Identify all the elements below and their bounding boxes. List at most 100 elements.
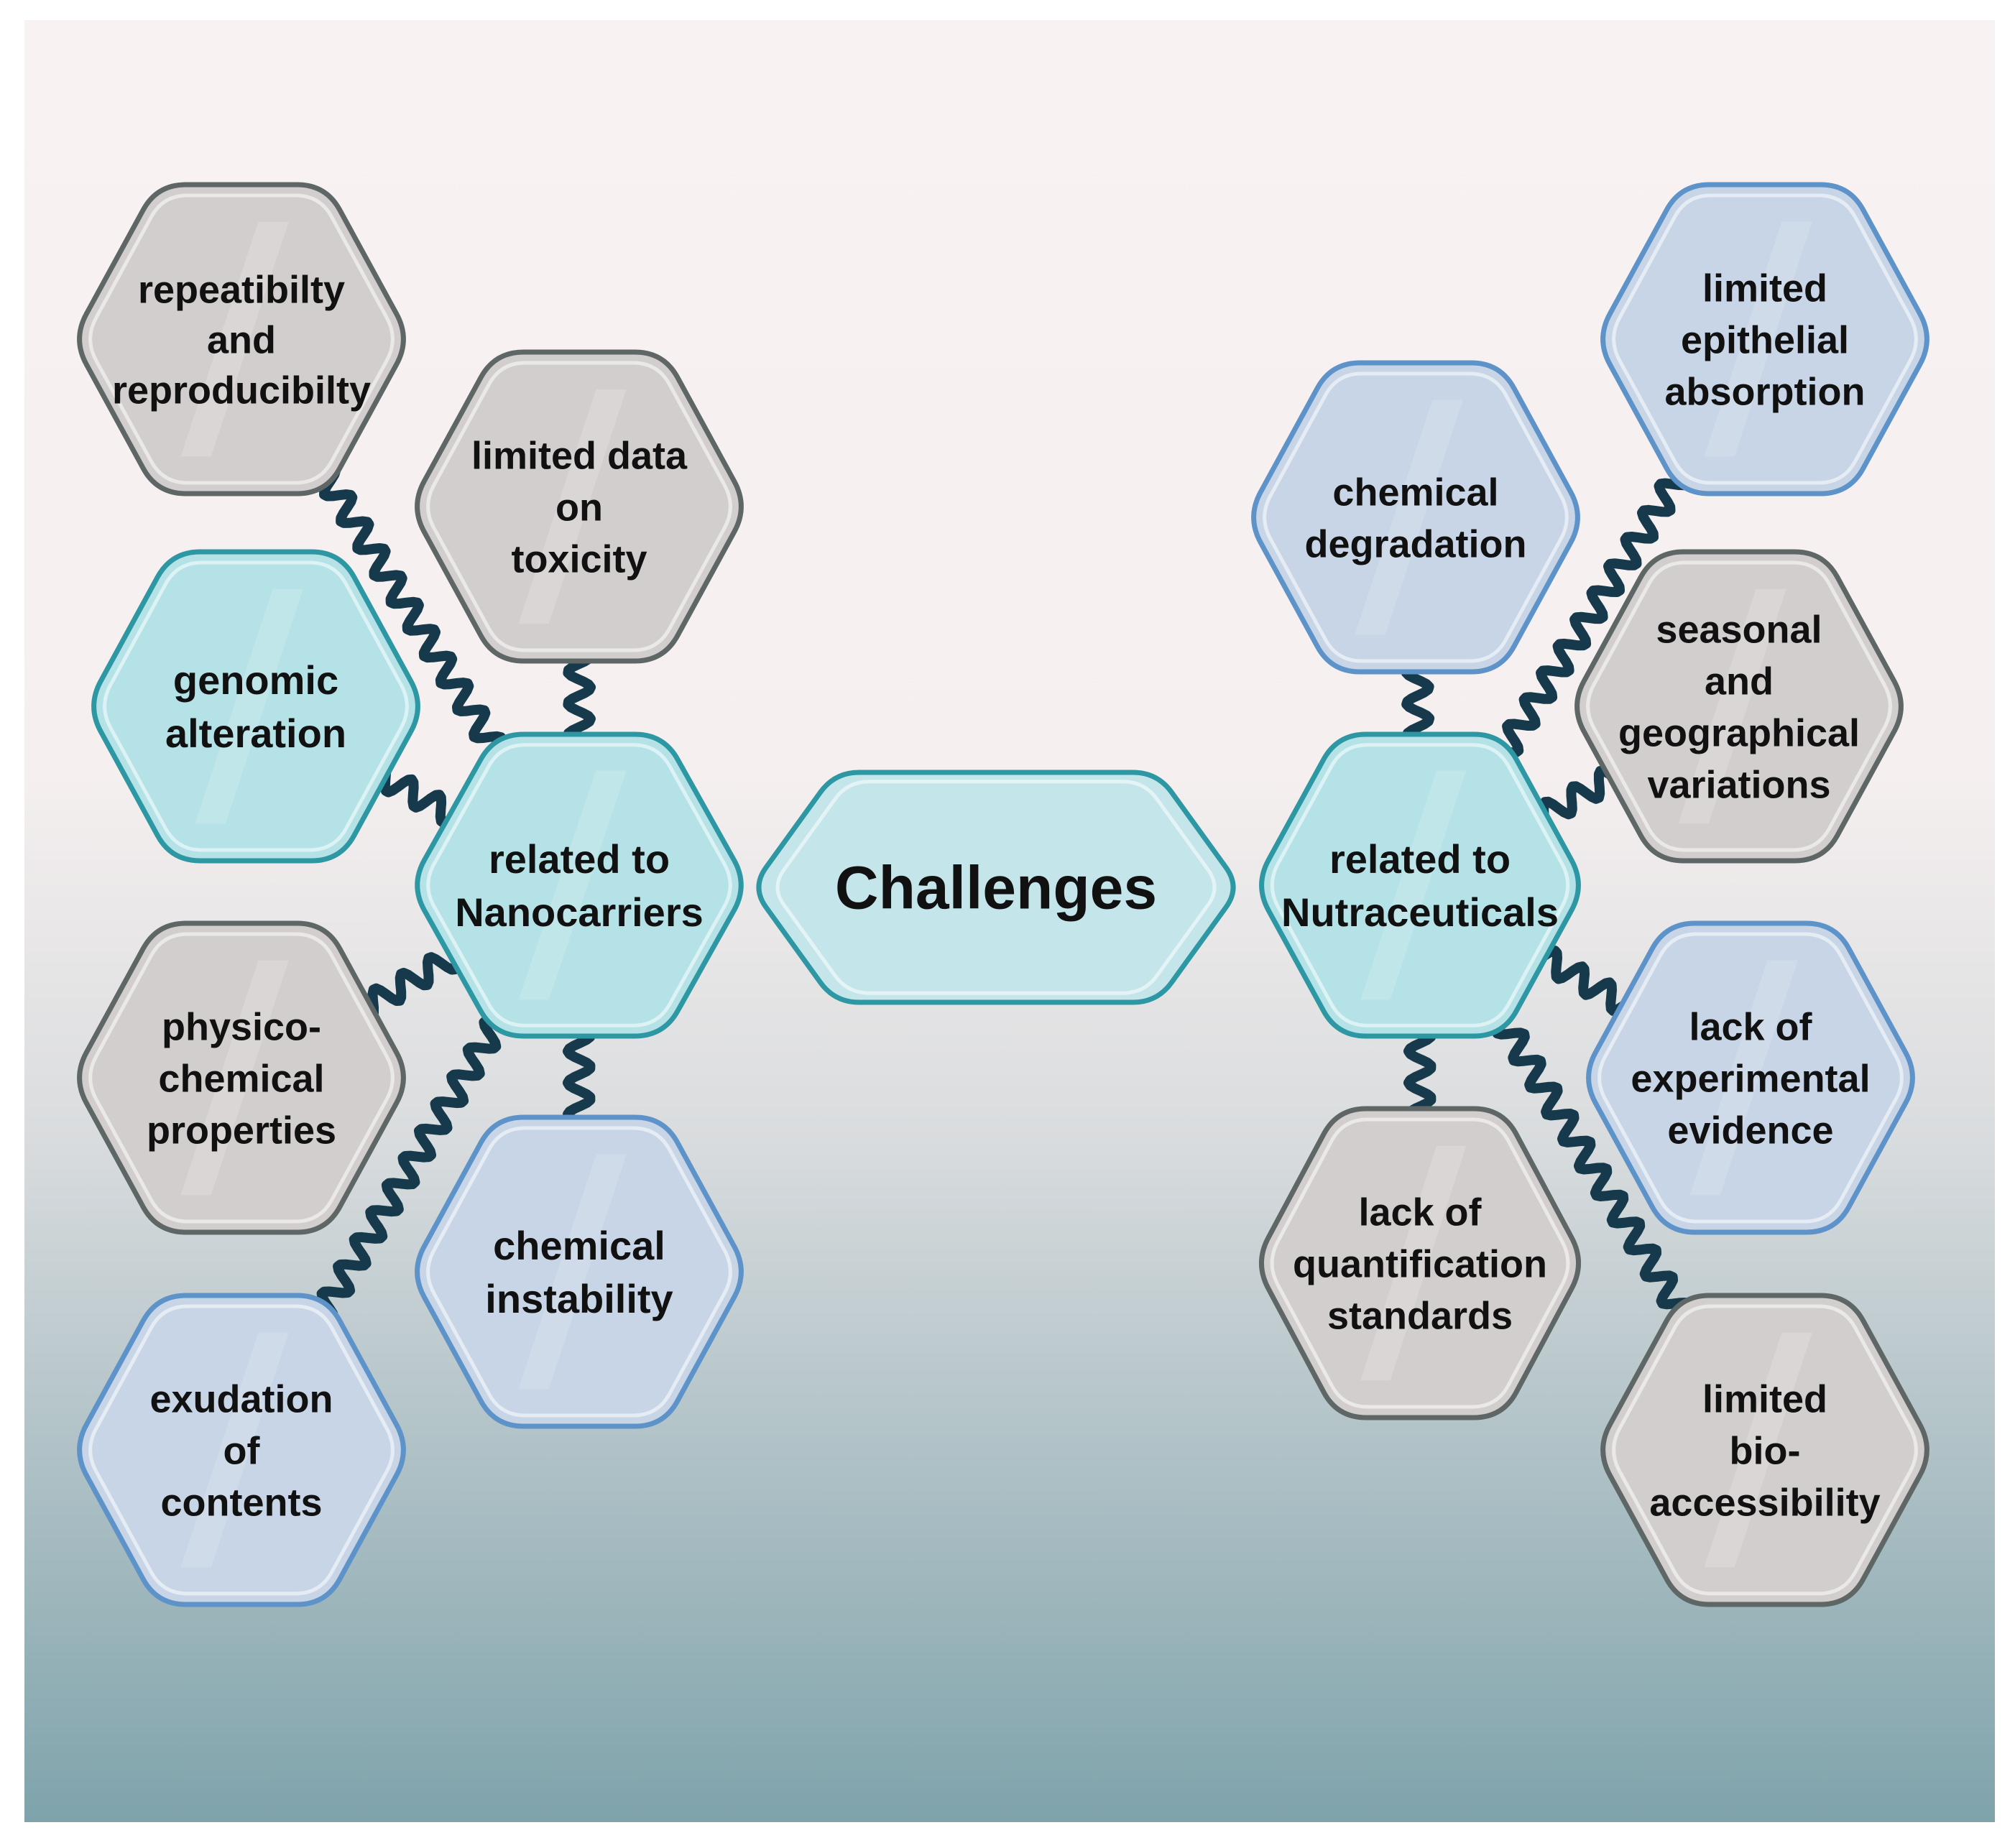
node-physico-chemical-label-line: chemical [158,1057,324,1100]
node-physico-chemical-shape [77,920,406,1235]
node-physico-chemical-label-line: properties [147,1109,336,1152]
node-exudation-label-line: exudation [149,1377,333,1420]
node-experimental-evidence-sheen [1689,960,1798,1196]
node-physico-chemical-sheen [180,960,289,1196]
node-epithelial-absorption-shape [1600,182,1929,496]
node-quantification-standards-label-line: quantification [1293,1242,1547,1285]
node-bio-accessibility-sheen [1704,1332,1812,1568]
node-quantification-standards-highlight [1270,1117,1570,1409]
node-exudation: exudation of contents [77,1293,406,1607]
node-physico-chemical-highlight [88,932,395,1224]
node-exudation-highlight [88,1304,395,1596]
node-chemical-instability-label-line: instability [485,1276,673,1321]
node-quantification-standards-shape [1259,1106,1581,1420]
node-chemical-degradation-sheen [1355,399,1463,635]
center-title: Challenges [835,854,1157,921]
node-bio-accessibility: limited bio-accessibility [1600,1293,1929,1607]
node-bio-accessibility-label-line: bio- [1730,1429,1801,1472]
node-experimental-evidence-label-line: evidence [1667,1109,1833,1152]
node-experimental-evidence-highlight [1597,932,1904,1224]
node-repeatability-label-line: repeatibilty [138,268,345,311]
hub-nanocarriers-sheen [518,770,627,1000]
nodes-layer: repeatibilty and reproducibilty limited dat… [77,182,1929,1607]
node-experimental-evidence-label-line: experimental [1631,1057,1870,1100]
node-limited-data-toxicity-shape [415,349,744,664]
node-chemical-degradation-highlight [1263,371,1569,663]
center-challenges: Challenges [756,770,1236,1005]
hub-nutraceuticals: related to Nutraceuticals [1259,731,1581,1039]
node-genomic-alteration-label-line: alteration [165,711,346,756]
node-physico-chemical-label-line: physico- [162,1005,321,1048]
node-limited-data-toxicity-sheen [518,389,627,624]
node-genomic-alteration-label-line: genomic [173,657,338,703]
hub-nutraceuticals-label-line: related to [1329,836,1511,882]
node-exudation-shape [77,1293,406,1607]
hub-nanocarriers-highlight [426,743,732,1027]
node-chemical-instability-label-line: chemical [493,1223,665,1268]
node-limited-data-toxicity-label-line: on [555,486,603,529]
node-repeatability-label-line: and [207,318,276,361]
node-epithelial-absorption: limited epithelial absorption [1600,182,1929,496]
center-shape [756,770,1236,1005]
node-bio-accessibility-highlight [1612,1304,1918,1596]
node-chemical-degradation: chemical degradation [1251,360,1580,675]
node-bio-accessibility-shape [1600,1293,1929,1607]
node-repeatability: repeatibilty and reproducibilty [77,182,406,496]
hub-nutraceuticals-label-line: Nutraceuticals [1281,890,1559,935]
hub-nanocarriers: related to Nanocarriers [415,731,744,1039]
node-genomic-alteration: genomic alteration [91,549,420,864]
node-repeatability-sheen [180,221,289,457]
node-quantification-standards-label-line: standards [1327,1294,1513,1337]
node-experimental-evidence-label-line: lack of [1689,1005,1812,1048]
hub-nutraceuticals-shape [1259,731,1581,1039]
node-epithelial-absorption-label-line: epithelial [1681,318,1849,361]
hub-nutraceuticals-highlight [1270,743,1570,1027]
node-genomic-alteration-shape [91,549,420,864]
node-bio-accessibility-label-line: limited [1702,1377,1827,1420]
node-limited-data-toxicity-label-line: limited data [471,434,688,477]
node-quantification-standards: lack of quantification standards [1259,1106,1581,1420]
node-seasonal-variations-shape [1574,549,1904,864]
node-chemical-instability-shape [415,1114,744,1429]
node-chemical-degradation-label-line: degradation [1304,522,1526,565]
node-epithelial-absorption-sheen [1704,221,1812,457]
node-seasonal-variations-label-line: seasonal [1656,608,1822,651]
node-bio-accessibility-label-line: accessibility [1649,1481,1880,1524]
node-exudation-label-line: contents [160,1481,322,1524]
hub-nanocarriers-shape [415,731,744,1039]
node-epithelial-absorption-highlight [1612,193,1918,485]
node-repeatability-highlight [88,193,395,485]
node-chemical-instability-sheen [518,1154,627,1390]
node-experimental-evidence: lack of experimental evidence [1586,920,1915,1235]
node-seasonal-variations-label-line: geographical [1618,711,1860,754]
node-seasonal-variations-sheen [1678,588,1786,824]
node-physico-chemical: physico-chemical properties [77,920,406,1235]
node-limited-data-toxicity-highlight [426,361,732,652]
node-experimental-evidence-shape [1586,920,1915,1235]
node-exudation-label-line: of [223,1429,261,1472]
node-genomic-alteration-sheen [195,588,303,824]
hub-nanocarriers-label-line: related to [489,836,670,882]
node-chemical-instability: chemical instability [415,1114,744,1429]
node-repeatability-label-line: reproducibilty [112,369,371,412]
node-chemical-degradation-label-line: chemical [1332,471,1498,514]
node-epithelial-absorption-label-line: absorption [1665,370,1866,413]
node-exudation-sheen [180,1332,289,1568]
node-seasonal-variations-label-line: and [1705,660,1774,703]
node-limited-data-toxicity-label-line: toxicity [511,537,647,581]
node-quantification-standards-sheen [1360,1145,1467,1381]
hub-nutraceuticals-sheen [1360,770,1467,1000]
node-seasonal-variations-highlight [1586,560,1892,852]
node-quantification-standards-label-line: lack of [1358,1191,1482,1234]
node-genomic-alteration-highlight [103,560,409,852]
node-repeatability-shape [77,182,406,496]
node-epithelial-absorption-label-line: limited [1702,267,1827,310]
node-limited-data-toxicity: limited data on toxicity [415,349,744,664]
node-seasonal-variations: seasonal and geographical variations [1574,549,1904,864]
center-highlight [775,780,1217,995]
node-chemical-degradation-shape [1251,360,1580,675]
node-seasonal-variations-label-line: variations [1647,763,1830,806]
hub-nanocarriers-label-line: Nanocarriers [455,890,704,935]
